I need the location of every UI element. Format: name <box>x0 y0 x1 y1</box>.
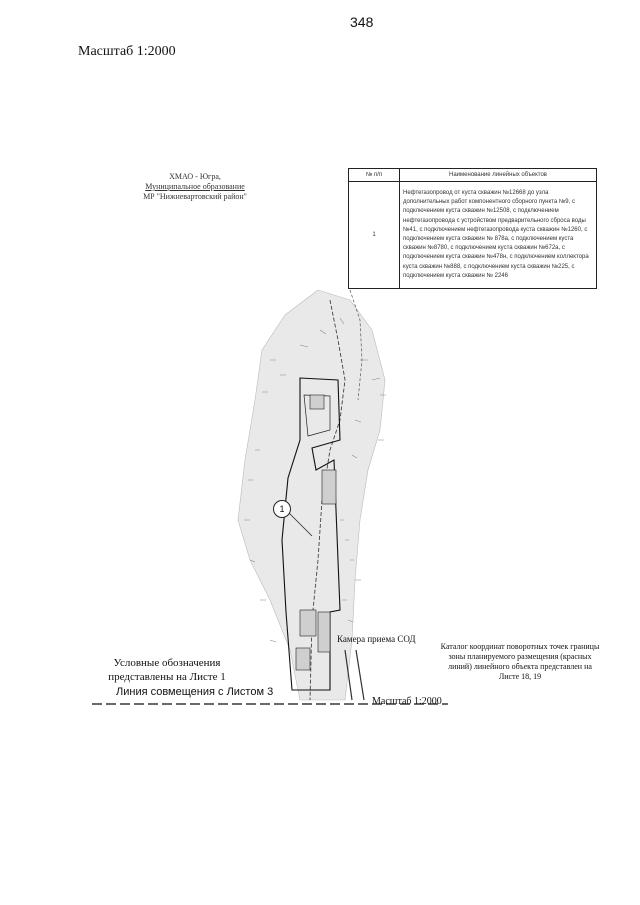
callout-marker: 1 <box>273 500 291 518</box>
combination-line-label: Линия совмещения с Листом 3 <box>116 686 274 698</box>
owner-line: ХМАО - Югра, <box>169 172 221 181</box>
road-line <box>344 649 365 701</box>
table-cell-num: 1 <box>348 181 400 289</box>
pipeline-route <box>309 299 346 701</box>
owner-block: ХМАО - Югра, Муниципальное образование М… <box>90 172 300 202</box>
catalog-note: Каталог координат поворотных точек грани… <box>440 642 600 681</box>
scale-label-bottom: Масштаб 1:2000 <box>372 696 442 707</box>
owner-line: Муниципальное образование <box>145 182 245 191</box>
owner-line: МР "Нижневартовский район" <box>143 192 247 201</box>
table-row: 1 Нефтегазопровод от куста скважин №1266… <box>348 181 597 289</box>
facility-label: Камера приема СОД <box>337 634 416 644</box>
scale-label-top: Масштаб 1:2000 <box>78 44 176 59</box>
survey-marks <box>244 317 386 643</box>
objects-table: № п/п Наименование линейных объектов 1 Н… <box>348 168 597 289</box>
table-cell-desc: Нефтегазопровод от куста скважин №12668 … <box>399 181 597 289</box>
terrain-area <box>237 289 386 701</box>
callout-leader <box>287 511 313 537</box>
legend-note: Условные обозначения представлены на Лис… <box>108 657 226 683</box>
pipeline-route <box>349 289 363 401</box>
page-number: 348 <box>350 14 374 30</box>
facility-blocks <box>295 394 337 671</box>
